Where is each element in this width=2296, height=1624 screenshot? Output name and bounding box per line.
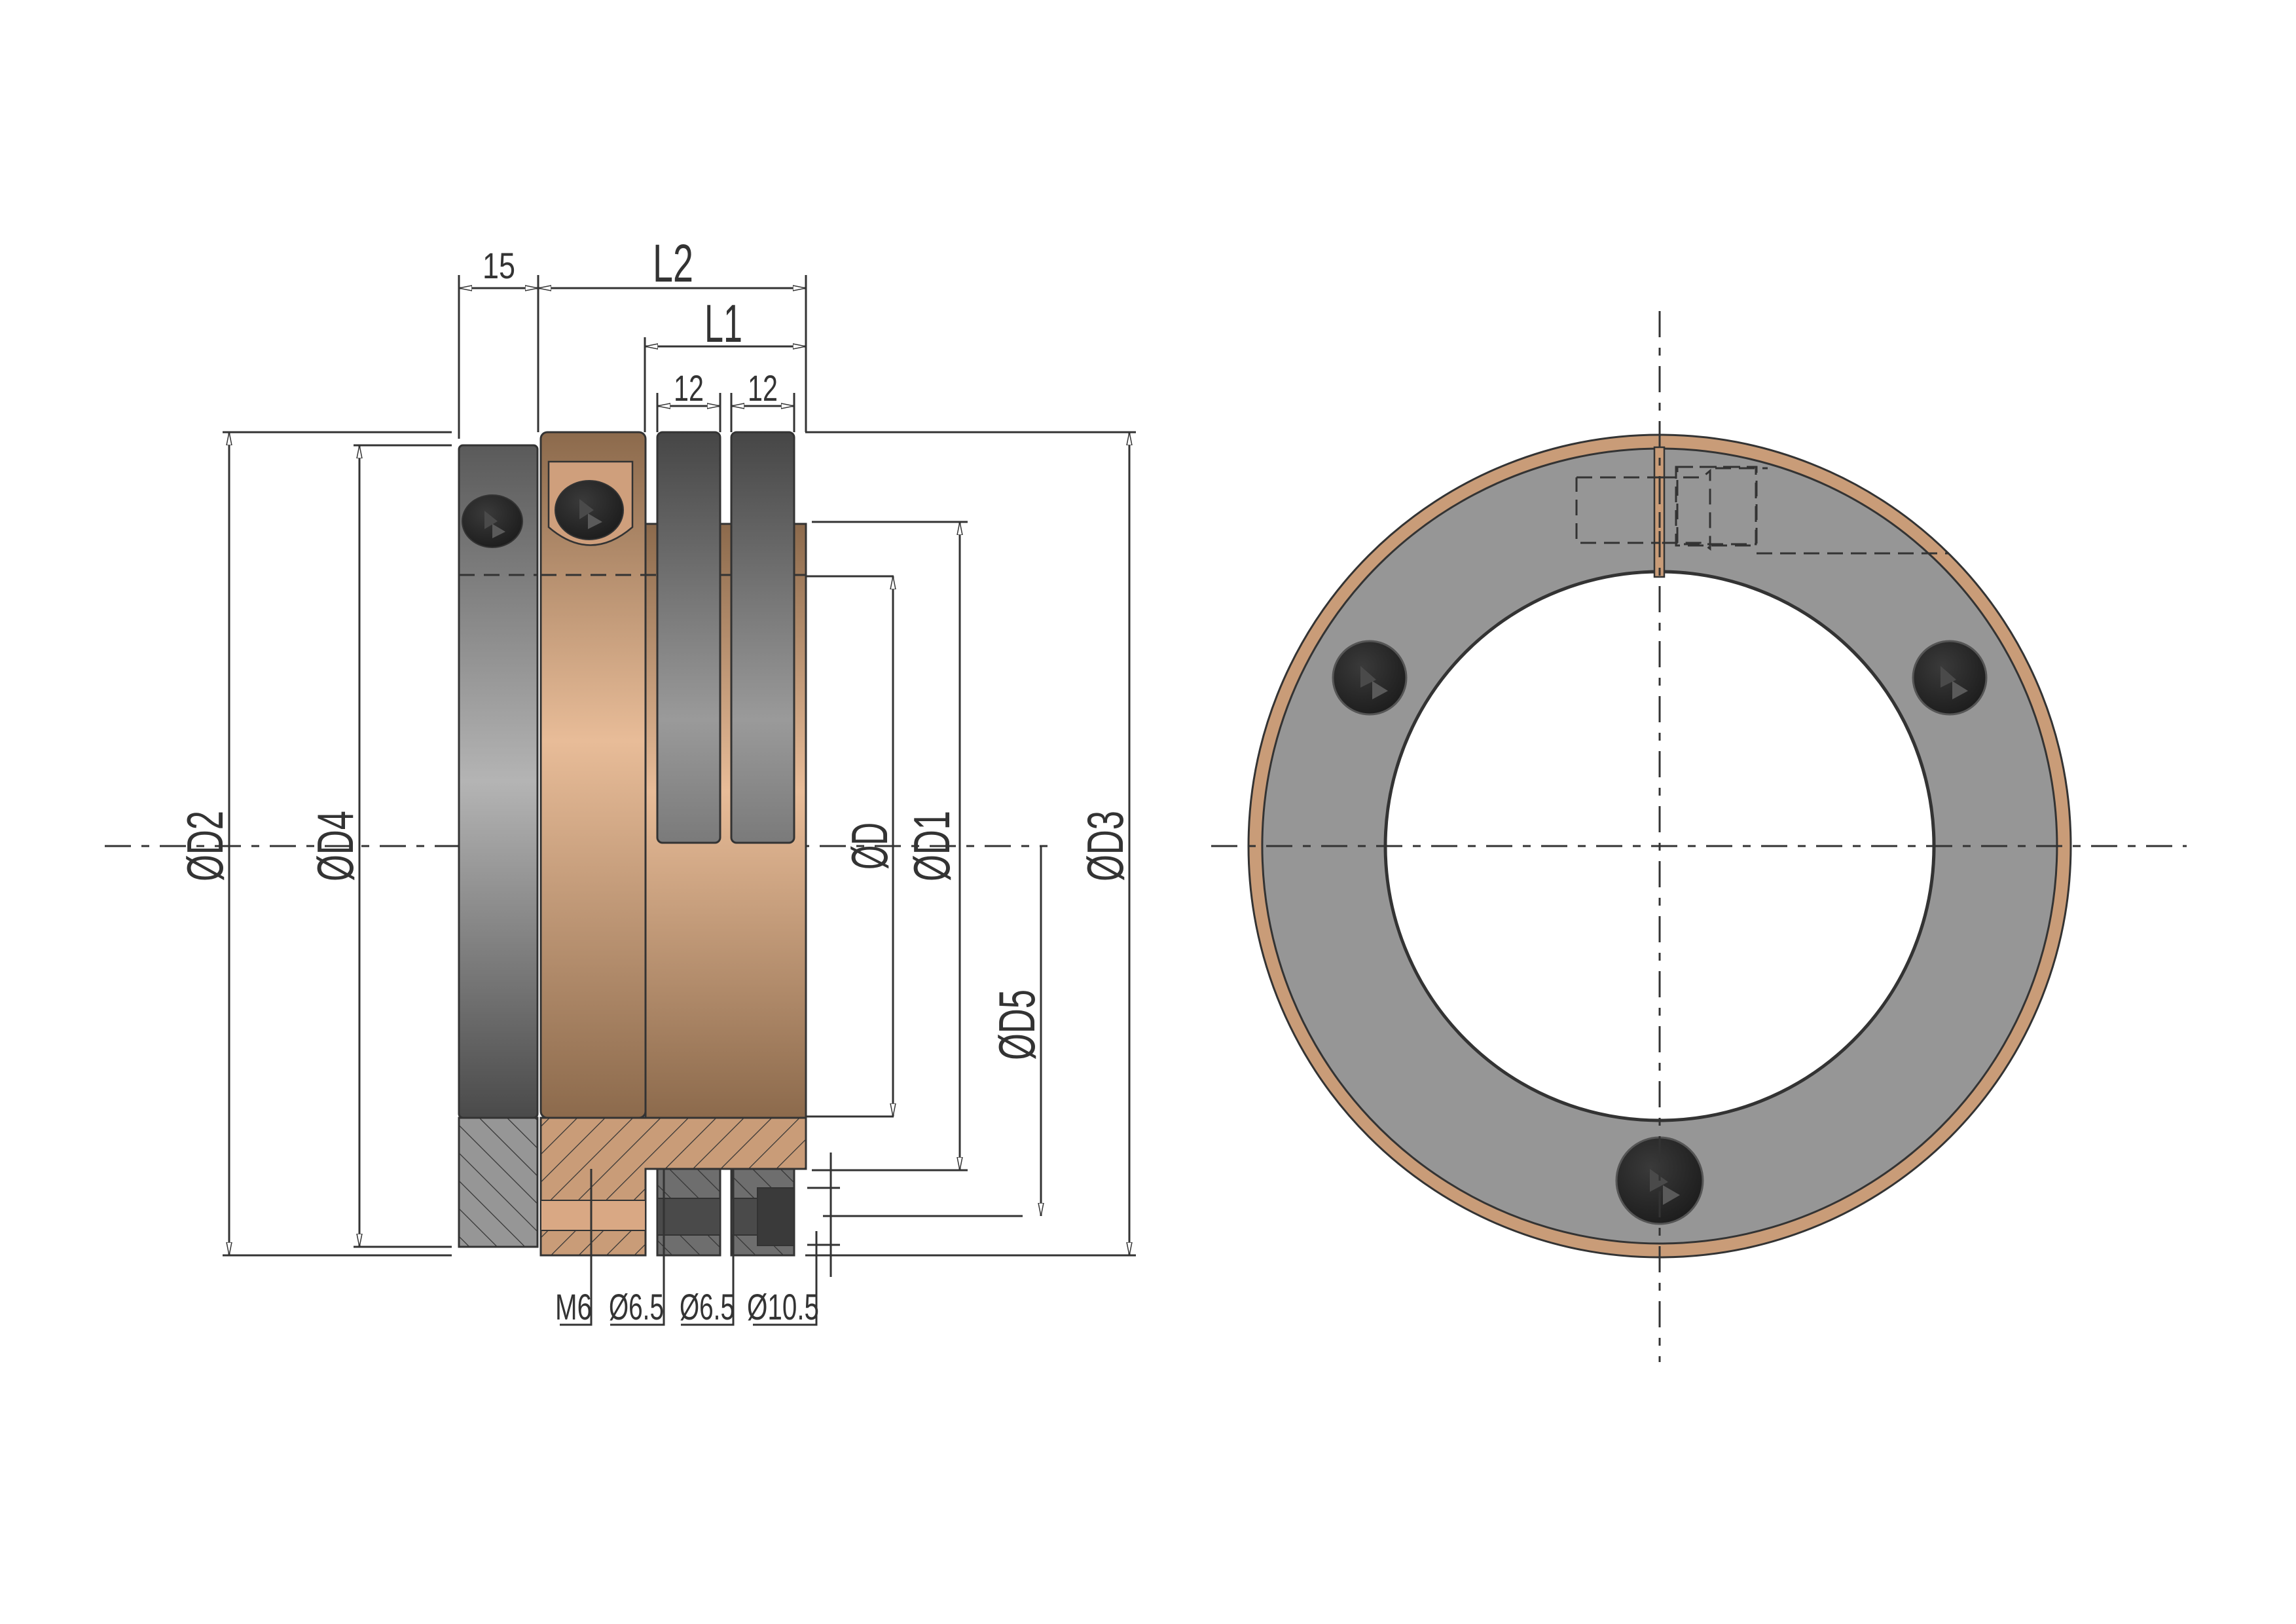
length-dimensions (459, 288, 806, 406)
steel-clamp-ring (458, 444, 539, 1248)
callout-d65b: Ø6.5 (680, 1286, 735, 1327)
dim-12a: 12 (674, 367, 704, 409)
steel-face-ring (1261, 447, 2058, 1245)
side-view (105, 275, 1136, 1326)
front-view (1211, 311, 2187, 1362)
callout-d65a: Ø6.5 (609, 1286, 664, 1327)
screw-head-icon (555, 480, 624, 540)
dim-L1: L1 (704, 294, 742, 354)
diameter-dimensions (229, 432, 1129, 1277)
dim-D1: ØD1 (903, 811, 960, 881)
dim-D3: ØD3 (1076, 811, 1134, 881)
pressure-ring-1 (656, 431, 721, 1257)
screw-head-icon (1332, 640, 1408, 716)
screw-head-icon (462, 494, 523, 548)
screw-head-icon (1912, 640, 1988, 716)
dim-12b: 12 (748, 367, 778, 409)
extension-lines (223, 275, 1136, 1257)
dim-15: 15 (483, 245, 515, 286)
dim-D: ØD (841, 822, 898, 870)
hole-callout-leaders (560, 1169, 818, 1326)
dim-L2: L2 (653, 234, 693, 293)
callout-d105: Ø10.5 (747, 1286, 819, 1327)
callout-m6: M6 (555, 1286, 592, 1327)
dim-D2: ØD2 (176, 811, 234, 881)
dim-D5: ØD5 (988, 989, 1046, 1060)
pressure-ring-2 (730, 431, 795, 1257)
dim-D4: ØD4 (306, 811, 364, 881)
side-view-labels: 15 L2 L1 12 12 ØD2 ØD4 ØD ØD1 ØD5 ØD3 M6… (176, 234, 1134, 1327)
